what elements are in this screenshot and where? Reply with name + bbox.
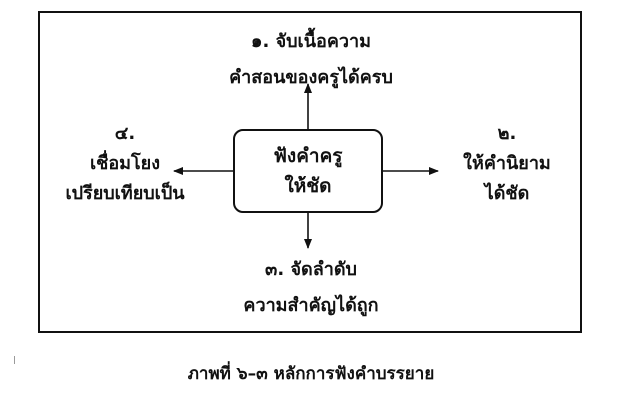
center-node: ฟังคำครู ให้ชัด (233, 129, 383, 213)
node-left-line2: เปรียบเทียบเป็น (65, 183, 185, 204)
node-left-line1: เชื่อมโยง (89, 153, 161, 174)
node-right-number: ๒. (497, 123, 517, 144)
figure-caption: ภาพที่ ๖–๓ หลักการฟังคำบรรยาย (187, 364, 435, 384)
center-node-line1: ฟังคำครู (273, 145, 343, 167)
node-top: ๑. จับเนื้อความ คำสอนของครูได้ครบ (196, 24, 426, 96)
margin-tick (14, 356, 15, 364)
node-top-line1: ๑. จับเนื้อความ (251, 31, 371, 52)
node-bottom: ๓. จัดลำดับ ความสำคัญได้ถูก (196, 252, 426, 324)
center-node-line2: ให้ชัด (284, 175, 332, 197)
node-top-line2: คำสอนของครูได้ครบ (229, 67, 393, 88)
node-bottom-line1: ๓. จัดลำดับ (265, 259, 357, 280)
node-left: ๔. เชื่อมโยง เปรียบเทียบเป็น (40, 119, 210, 209)
node-right-line2: ได้ชัด (484, 183, 530, 204)
node-left-number: ๔. (114, 123, 136, 144)
node-right: ๒. ให้คำนิยาม ได้ชัด (432, 119, 582, 209)
diagram-frame (38, 11, 582, 333)
node-right-line1: ให้คำนิยาม (463, 153, 551, 174)
node-bottom-line2: ความสำคัญได้ถูก (243, 295, 379, 316)
